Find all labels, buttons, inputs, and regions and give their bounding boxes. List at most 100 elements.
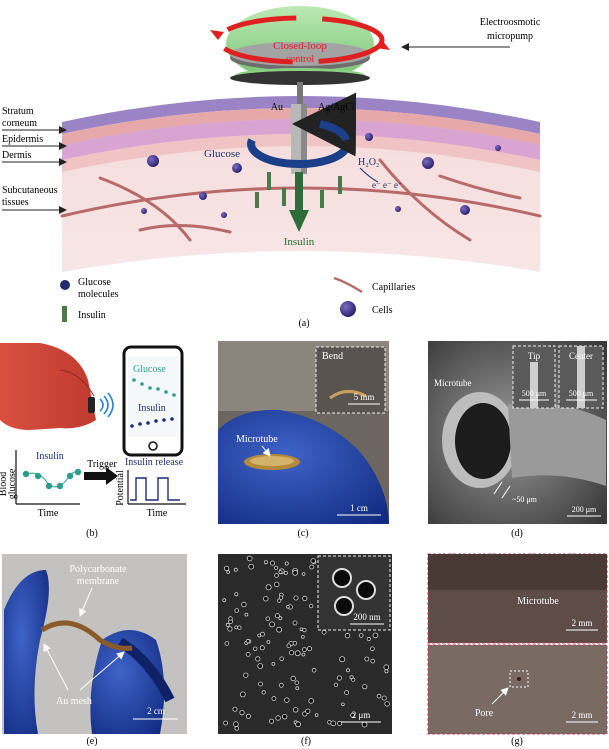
pore [341,702,345,707]
cells [141,133,501,218]
pore [283,571,288,576]
pore [275,715,281,721]
stratum-label: Stratum [2,106,34,117]
pore [274,581,280,588]
pore [293,595,299,601]
panel-e: Polycarbonate membrane Au mesh 2 cm (e) [2,554,187,747]
closed-loop-label: Closed-loop [273,40,327,52]
legend-glucose-label-2: molecules [78,289,119,300]
pore [295,686,300,691]
gloved-fingers [4,570,49,734]
graph-insulin-label: Insulin [36,451,64,462]
pore [263,560,268,565]
insulin-bars [255,172,342,208]
pore [245,638,251,644]
pore [381,695,387,701]
pore [308,698,315,704]
panel-c-inset-scale: 5 mm [354,392,375,402]
legend-capillaries-icon [333,276,363,294]
pore [302,595,308,602]
pore [358,633,364,638]
pore [269,560,275,566]
epidermis-layer [62,108,540,145]
pore [384,701,390,707]
pore [279,656,285,662]
pore [292,569,299,576]
pore [310,558,316,564]
panel-g-label: (g) [511,736,523,747]
pore [370,646,375,652]
pore [245,713,251,719]
pore [223,565,230,572]
pore [265,616,270,621]
pore [350,712,356,718]
release-ylabel: Potential [115,470,126,506]
panel-g-bottom-photo [427,644,608,735]
pore [290,675,296,682]
pore [294,650,301,657]
panel-e-scale: 2 cm [147,706,165,716]
panel-d-microtube-label: Microtube [434,378,472,388]
panel-g-bottom-scale: 2 mm [572,710,593,720]
pore [301,647,307,652]
pore [258,681,263,687]
pore [372,632,379,639]
membrane-photo [40,620,133,651]
pore [244,612,249,617]
agagcl-label: Ag/AgCl [318,102,355,113]
wireless-icon [99,392,114,418]
pore [286,643,291,648]
legend-glucose-icon [60,280,70,290]
pore [345,668,350,673]
panel-c: Bend 5 mm Microtube 1 cm (c) [218,341,389,539]
phone-glucose-dots [132,378,176,397]
subcut-label: Subcutaneous [2,185,58,196]
panel-b-label: (b) [86,528,98,539]
pore [288,650,295,656]
pore [233,567,238,572]
pore [278,595,284,600]
release-xlabel: Time [147,508,168,519]
pore [252,646,258,651]
trigger-arrow [84,467,118,485]
pore [383,664,390,670]
pore [295,721,302,728]
panel-b: Glucose Insulin Insulin Blood glucose Ti… [0,341,190,539]
panel-a: Closed-loop control Electroosmotic micro… [2,6,542,329]
pore [243,672,249,678]
pore [257,663,264,669]
pore [263,596,269,602]
pore [314,713,319,717]
panel-e-label: (e) [86,736,97,747]
pore [292,620,298,626]
pore [309,564,315,570]
pore [349,675,354,680]
pore [222,598,227,603]
phone-insulin-dots [130,417,174,428]
pore [271,696,277,701]
pore [337,720,343,726]
pore [278,682,284,688]
pore [260,631,265,637]
pore [301,652,306,657]
pore [224,641,230,646]
pore [255,656,261,662]
inset-pores [332,568,376,616]
dermis-layer [62,119,540,160]
panel-g: Microtube 2 mm Pore 2 mm (g) [427,553,608,747]
pore [265,584,272,591]
release-pulses [130,477,180,501]
legend-cells-icon [340,301,356,317]
graph-xlabel: Time [38,508,59,519]
au-label: Au [271,102,283,113]
center-scale: 500 μm [569,389,594,398]
pore [308,603,314,609]
legend-insulin-label: Insulin [78,310,106,321]
legend-capillaries-label: Capillaries [372,282,415,293]
pore [237,625,242,630]
pore-box [509,670,529,688]
pore [301,635,305,639]
panel-d-label: (d) [511,528,523,539]
pore [376,693,382,699]
